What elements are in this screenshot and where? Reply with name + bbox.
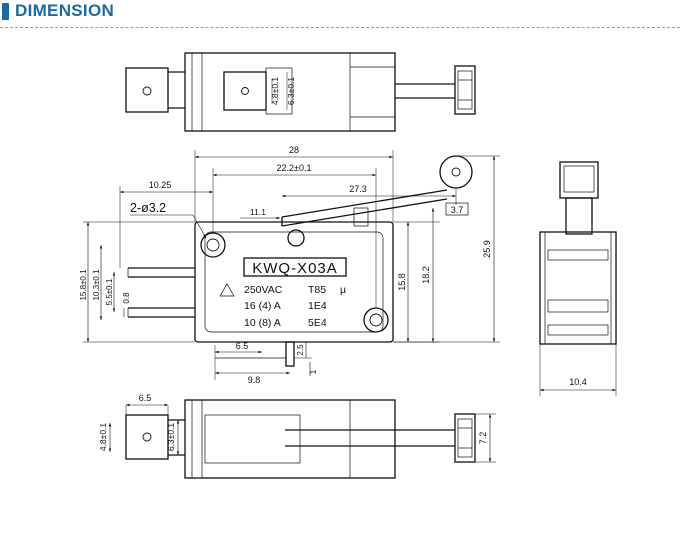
dim-bottom-9-8: 9.8: [248, 375, 261, 385]
side-dim-depth: 10.4: [569, 377, 587, 387]
dim-mount-holes: 2-ø3.2: [130, 201, 166, 215]
dim-hole-pitch: 22.2±0.1: [277, 163, 312, 173]
dim-bottom-6-5: 6.5: [236, 341, 249, 351]
header-divider: [0, 27, 680, 28]
bottom-dim-height: 4.8±0.1: [98, 423, 108, 452]
rating-16a: 16 (4) A: [244, 300, 281, 312]
dim-lever-gap: 11.1: [250, 207, 266, 217]
section-title: DIMENSION: [15, 1, 115, 20]
dim-right-18-2: 18.2: [421, 266, 431, 284]
dim-lever-length: 27.3: [349, 184, 367, 194]
bottom-view: 6.5 4.8±0.1 6.3±0.1 7.2: [98, 393, 496, 479]
model-label: KWQ-X03A: [252, 260, 338, 277]
dim-left-10-3: 10.3±0.1: [92, 269, 101, 301]
dim-right-15-8: 15.8: [397, 273, 407, 291]
rating-voltage: 250VAC: [244, 284, 283, 296]
dimension-drawing: 4.8±0.1 6.3±0.1 KWQ-X03A: [79, 52, 617, 479]
dim-overall-length: 28: [289, 145, 299, 155]
rating-mark: µ: [340, 284, 346, 296]
top-dim-height: 4.8±0.1: [270, 77, 280, 106]
rating-temp: T85: [308, 284, 326, 296]
side-view: 10.4: [539, 161, 617, 396]
dim-bottom-2-5: 2.5: [296, 344, 305, 356]
dim-bottom-1: 1: [309, 369, 318, 374]
dim-left-5-5: 5.5±0.1: [105, 278, 114, 305]
dim-right-25-9: 25.9: [482, 240, 492, 258]
top-dim-width: 6.3±0.1: [286, 77, 296, 106]
dim-left-0-8: 0.8: [122, 292, 131, 304]
dim-roller: 3.7: [451, 205, 464, 215]
dim-terminal-offset: 10.25: [149, 180, 172, 190]
rating-1e4: 1E4: [308, 300, 327, 312]
top-view: 4.8±0.1 6.3±0.1: [125, 52, 476, 132]
rating-5e4: 5E4: [308, 317, 327, 329]
bottom-dim-width: 6.3±0.1: [166, 423, 176, 452]
section-header: DIMENSION: [0, 0, 680, 30]
bottom-dim-terminal-length: 6.5: [139, 393, 152, 403]
header-marker: [2, 3, 9, 20]
bottom-dim-roller-width: 7.2: [478, 432, 488, 445]
rating-10a: 10 (8) A: [244, 317, 281, 329]
dim-left-15-8: 15.8±0.1: [79, 269, 88, 301]
front-view: KWQ-X03A 250VAC T85 µ 16 (4) A 1E4 10 (8…: [79, 145, 500, 385]
